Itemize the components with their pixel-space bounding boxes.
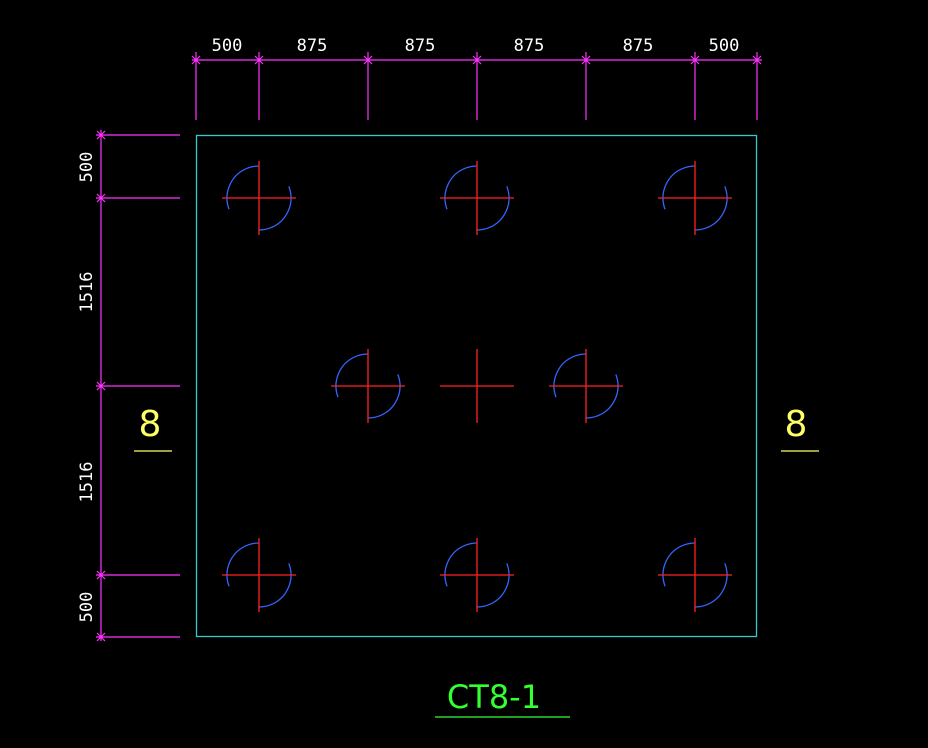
pile-2	[440, 161, 514, 235]
pile-circle	[553, 353, 619, 419]
pile-3	[658, 161, 732, 235]
crosshair-icon	[549, 349, 623, 423]
pile-symbols	[222, 161, 732, 612]
top-dimension-chain	[191, 52, 762, 120]
left-dimension-label: 500	[77, 592, 97, 623]
pile-8	[658, 538, 732, 612]
crosshair-icon	[440, 538, 514, 612]
left-dimension-labels: 500 1516 1516 500	[77, 152, 97, 623]
crosshair-icon	[222, 538, 296, 612]
top-dimension-label: 875	[297, 36, 328, 56]
top-dimension-label: 500	[212, 36, 243, 56]
pile-circle	[662, 542, 728, 608]
section-mark-left-label: 8	[139, 404, 162, 445]
top-dimension-label: 875	[405, 36, 436, 56]
pile-6	[222, 538, 296, 612]
crosshair-icon	[440, 161, 514, 235]
top-dimension-label: 875	[514, 36, 545, 56]
pile-circle	[226, 542, 292, 608]
pile-5	[549, 349, 623, 423]
top-dimension-label: 875	[623, 36, 654, 56]
left-dimension-chain	[96, 130, 180, 642]
top-dimension-labels: 500 875 875 875 875 500	[212, 36, 740, 56]
crosshair-icon	[658, 161, 732, 235]
top-dimension-label: 500	[709, 36, 740, 56]
pile-circle	[335, 353, 401, 419]
pile-7	[440, 538, 514, 612]
left-dimension-label: 1516	[77, 272, 97, 313]
drawing-title: CT8-1	[447, 678, 541, 716]
pile-circle	[444, 542, 510, 608]
pile-circle	[444, 165, 510, 231]
center-crosshair-icon	[440, 349, 514, 423]
pile-1	[222, 161, 296, 235]
pile-cap-outline	[195, 134, 758, 638]
pile-4	[331, 349, 405, 423]
left-dimension-label: 500	[77, 152, 97, 183]
left-tick-marks	[96, 130, 106, 642]
crosshair-icon	[658, 538, 732, 612]
section-mark-right-label: 8	[785, 404, 808, 445]
section-mark-left: 8	[134, 404, 172, 452]
top-tick-marks	[191, 55, 762, 65]
section-mark-right: 8	[781, 404, 819, 452]
left-dimension-label: 1516	[77, 462, 97, 503]
drawing-title-block: CT8-1	[435, 678, 570, 718]
crosshair-icon	[222, 161, 296, 235]
pile-circle	[226, 165, 292, 231]
crosshair-icon	[331, 349, 405, 423]
pile-circle	[662, 165, 728, 231]
